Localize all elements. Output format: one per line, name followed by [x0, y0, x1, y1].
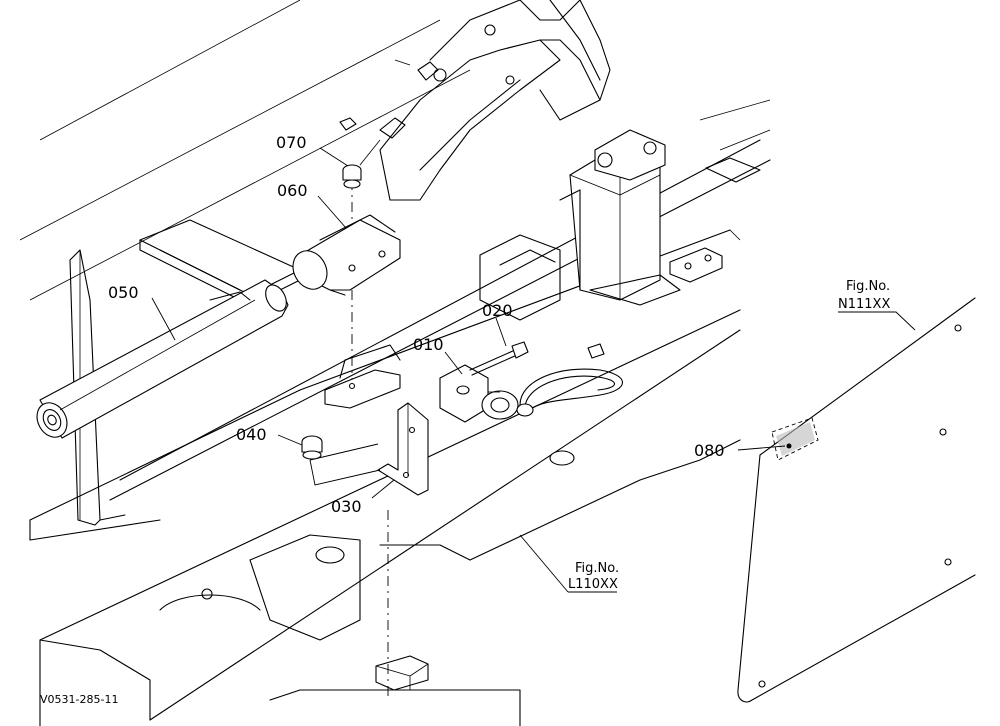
- label-060: 060: [277, 181, 308, 200]
- leader-lines: [151, 147, 916, 593]
- ref-n111-line2: N111XX: [838, 297, 890, 312]
- label-010: 010: [413, 335, 444, 354]
- ref-n111-line1: Fig.No.: [846, 279, 890, 294]
- u-bracket: [324, 344, 401, 409]
- mount-block: [669, 247, 723, 283]
- label-020: 020: [482, 301, 513, 320]
- part-010-valve: [439, 364, 534, 423]
- part-040-plug: [301, 435, 323, 460]
- drawing-code: V0531-285-11: [40, 693, 118, 706]
- ref-l110-line2: L110XX: [568, 577, 618, 592]
- label-080: 080: [694, 441, 725, 460]
- ref-l110-line1: Fig.No.: [575, 561, 619, 576]
- part-070-bolt: [342, 164, 362, 189]
- part-060-clamp: [292, 214, 401, 296]
- hose-loop: [519, 343, 623, 466]
- part-030-bracket: [309, 402, 429, 496]
- part-020-bolt: [469, 341, 529, 376]
- side-panel: [737, 297, 976, 703]
- label-050: 050: [108, 283, 139, 302]
- label-070: 070: [276, 133, 307, 152]
- rear-bracket: [479, 129, 681, 321]
- lower-frame: [39, 439, 741, 726]
- part-050-cylinder: [36, 279, 289, 439]
- label-040: 040: [236, 425, 267, 444]
- label-030: 030: [331, 497, 362, 516]
- upper-linkage: [339, 0, 611, 201]
